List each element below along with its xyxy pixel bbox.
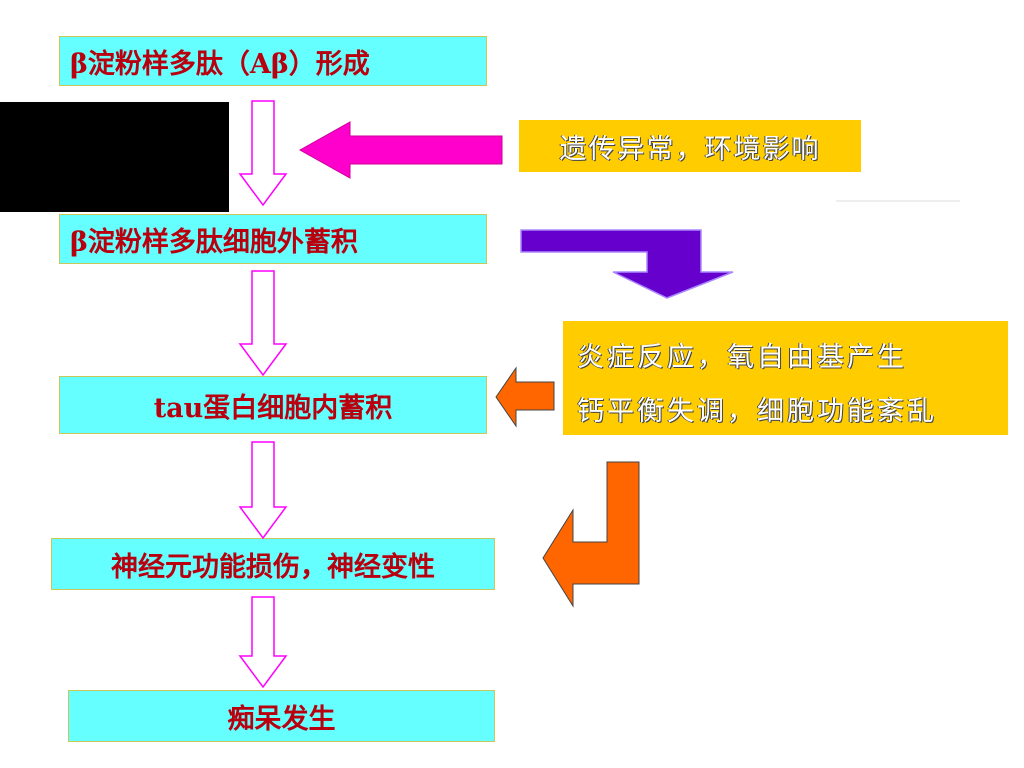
step-neuron-damage-label: 神经元功能损伤，神经变性 (111, 551, 435, 583)
hollow-down-arrow-icon (238, 100, 288, 207)
step-tau-deposition-label: tau蛋白细胞内蓄积 (153, 392, 393, 424)
effects-box: 炎症反应，氧自由基产生 钙平衡失调，细胞功能紊乱 (563, 321, 1008, 435)
effects-line-2: 钙平衡失调，细胞功能紊乱 (577, 396, 937, 427)
divider-line (836, 200, 960, 202)
hollow-down-arrow-icon (238, 270, 288, 377)
hollow-down-arrow-icon (238, 441, 288, 540)
step-extracellular-deposition: β淀粉样多肽细胞外蓄积 (59, 214, 487, 264)
hollow-down-arrow-icon (238, 596, 288, 689)
step-tau-deposition: tau蛋白细胞内蓄积 (59, 376, 487, 434)
elbow-down-arrow-icon (520, 229, 734, 299)
effects-line-1: 炎症反应，氧自由基产生 (577, 342, 907, 373)
left-arrow-icon (495, 366, 555, 428)
cause-label: 遗传异常，环境影响 (559, 133, 821, 165)
left-arrow-icon (298, 121, 503, 179)
redaction-block (0, 102, 229, 212)
step-dementia-onset: 痴呆发生 (68, 690, 495, 742)
step-abeta-formation: β淀粉样多肽（Aβ）形成 (59, 36, 487, 86)
elbow-left-arrow-icon (542, 461, 640, 608)
step-neuron-damage: 神经元功能损伤，神经变性 (51, 538, 495, 590)
step-extracellular-deposition-label: β淀粉样多肽细胞外蓄积 (70, 226, 358, 258)
cause-box: 遗传异常，环境影响 (519, 120, 861, 172)
step-abeta-formation-label: β淀粉样多肽（Aβ）形成 (70, 48, 370, 80)
step-dementia-onset-label: 痴呆发生 (227, 703, 336, 735)
